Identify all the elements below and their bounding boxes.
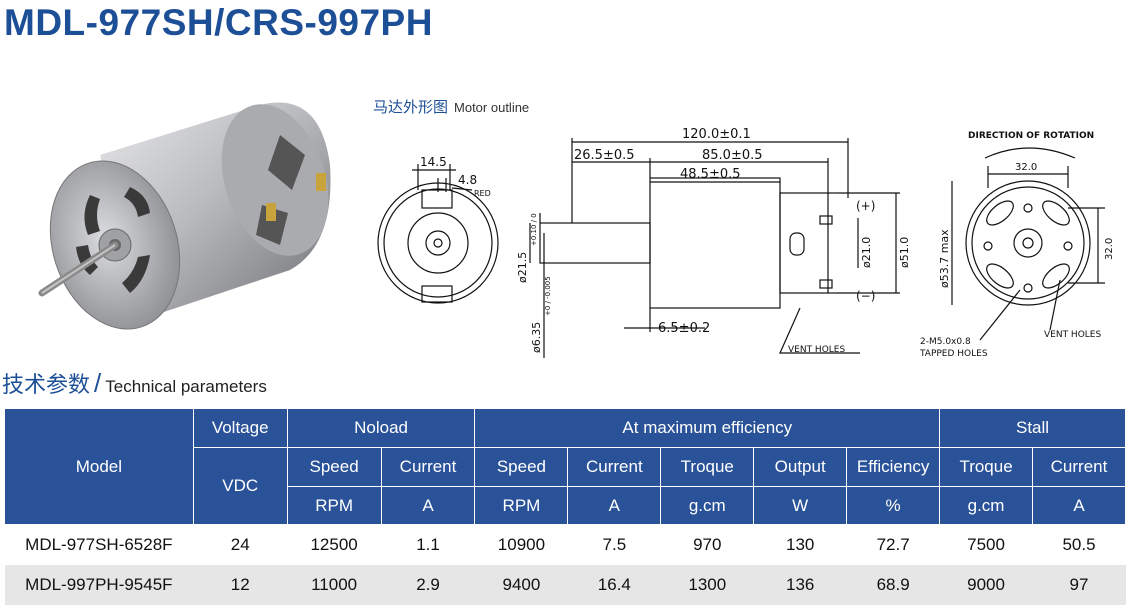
rotation-direction-label: DIRECTION OF ROTATION <box>968 131 1094 141</box>
cell-eff-speed: 9400 <box>474 565 568 605</box>
cell-eff-output: 130 <box>753 524 847 565</box>
motor-outline-label-cn: 马达外形图 <box>373 99 449 116</box>
dim-53-7: ø53.7 max <box>938 229 951 288</box>
cell-eff-current: 7.5 <box>567 524 661 565</box>
dim-51-0: ø51.0 <box>898 237 911 268</box>
cell-eff-speed: 10900 <box>474 524 568 565</box>
dim-6-5: 6.5±0.2 <box>658 321 710 336</box>
motor-outline-drawing: 14.5 4.8 RED 120.0±0.1 26.5±0.5 85.0±0.5… <box>377 127 1115 359</box>
motor-outline-label-en: Motor outline <box>454 100 530 115</box>
technical-parameters-en: Technical parameters <box>105 377 267 396</box>
cell-eff-current: 16.4 <box>567 565 661 605</box>
unit-eff-output: W <box>753 486 848 525</box>
technical-parameters-cn: 技术参数 <box>2 372 91 397</box>
cell-eff-efficiency: 68.9 <box>846 565 940 605</box>
motor-photo <box>38 102 331 330</box>
dim-14-5: 14.5 <box>420 155 447 169</box>
page-title: MDL-977SH/CRS-997PH <box>4 2 433 43</box>
cell-model: MDL-977SH-6528F <box>4 524 194 565</box>
dim-32-side: 32.0 <box>1104 238 1115 260</box>
header-stall: Stall <box>939 408 1126 448</box>
unit-eff-efficiency: % <box>846 486 941 525</box>
header-model: Model <box>4 408 194 525</box>
subheader-stall-torque: Troque <box>939 447 1034 487</box>
dim-6-35: ø6.35 <box>530 322 543 353</box>
subheader-eff-output: Output <box>753 447 848 487</box>
technical-parameters-table: Model Voltage Noload At maximum efficien… <box>4 408 1126 605</box>
subheader-eff-speed: Speed <box>474 447 569 487</box>
unit-eff-current: A <box>567 486 662 525</box>
unit-eff-torque: g.cm <box>660 486 755 525</box>
cell-eff-torque: 1300 <box>660 565 754 605</box>
cell-eff-torque: 970 <box>660 524 754 565</box>
dim-26-5: 26.5±0.5 <box>574 148 635 163</box>
unit-noload-speed: RPM <box>286 486 382 525</box>
cell-eff-efficiency: 72.7 <box>846 524 940 565</box>
dim-48-5: 48.5±0.5 <box>680 167 741 182</box>
cell-voltage: 24 <box>193 524 288 565</box>
subheader-stall-current: Current <box>1032 447 1126 487</box>
vent-holes-right-label: VENT HOLES <box>1044 330 1101 340</box>
heading-slash: / <box>94 368 102 398</box>
cell-noload-speed: 12500 <box>287 524 382 565</box>
cell-eff-output: 136 <box>753 565 847 605</box>
header-noload: Noload <box>286 408 476 448</box>
table-row: MDL-997PH-9545F 12 11000 2.9 9400 16.4 1… <box>4 565 1126 605</box>
dim-120: 120.0±0.1 <box>682 127 751 142</box>
header-voltage: Voltage <box>192 408 288 448</box>
dim-32-top: 32.0 <box>1015 162 1037 173</box>
unit-stall-torque: g.cm <box>939 486 1034 525</box>
cell-stall-current: 50.5 <box>1032 524 1126 565</box>
cell-noload-speed: 11000 <box>287 565 382 605</box>
cell-stall-torque: 7500 <box>939 524 1033 565</box>
subheader-noload-current: Current <box>380 447 476 487</box>
dim-21-5: ø21.5 <box>516 252 529 283</box>
header-max-efficiency: At maximum efficiency <box>474 408 941 448</box>
unit-stall-current: A <box>1032 486 1126 525</box>
cell-stall-current: 97 <box>1032 565 1126 605</box>
dim-21-0: ø21.0 <box>860 237 873 268</box>
cell-noload-current: 1.1 <box>381 524 475 565</box>
table-row: MDL-977SH-6528F 24 12500 1.1 10900 7.5 9… <box>4 524 1126 565</box>
terminal-minus: (−) <box>856 289 875 303</box>
subheader-noload-speed: Speed <box>286 447 382 487</box>
subheader-eff-efficiency: Efficiency <box>846 447 941 487</box>
cell-noload-current: 2.9 <box>381 565 475 605</box>
unit-eff-speed: RPM <box>474 486 569 525</box>
cell-voltage: 12 <box>193 565 288 605</box>
vent-holes-label: VENT HOLES <box>788 345 845 355</box>
motor-outline-label: 马达外形图 Motor outline <box>373 96 529 117</box>
header-vdc: VDC <box>192 447 288 525</box>
cell-model: MDL-997PH-9545F <box>4 565 194 605</box>
unit-noload-current: A <box>380 486 476 525</box>
dim-85: 85.0±0.5 <box>702 148 763 163</box>
tapped-holes-line1: 2-M5.0x0.8 <box>920 337 971 347</box>
technical-parameters-heading: 技术参数/Technical parameters <box>2 367 267 399</box>
tapped-holes-line2: TAPPED HOLES <box>919 349 988 359</box>
dim-4-8: 4.8 <box>458 173 477 187</box>
subheader-eff-torque: Troque <box>660 447 755 487</box>
tol-6-35: +0 / -0.005 <box>544 276 552 316</box>
cell-stall-torque: 9000 <box>939 565 1033 605</box>
subheader-eff-current: Current <box>567 447 662 487</box>
red-wire-label: RED <box>474 189 491 198</box>
tol-21-5: +0.10 / 0 <box>530 213 538 246</box>
terminal-plus: (+) <box>856 199 875 213</box>
